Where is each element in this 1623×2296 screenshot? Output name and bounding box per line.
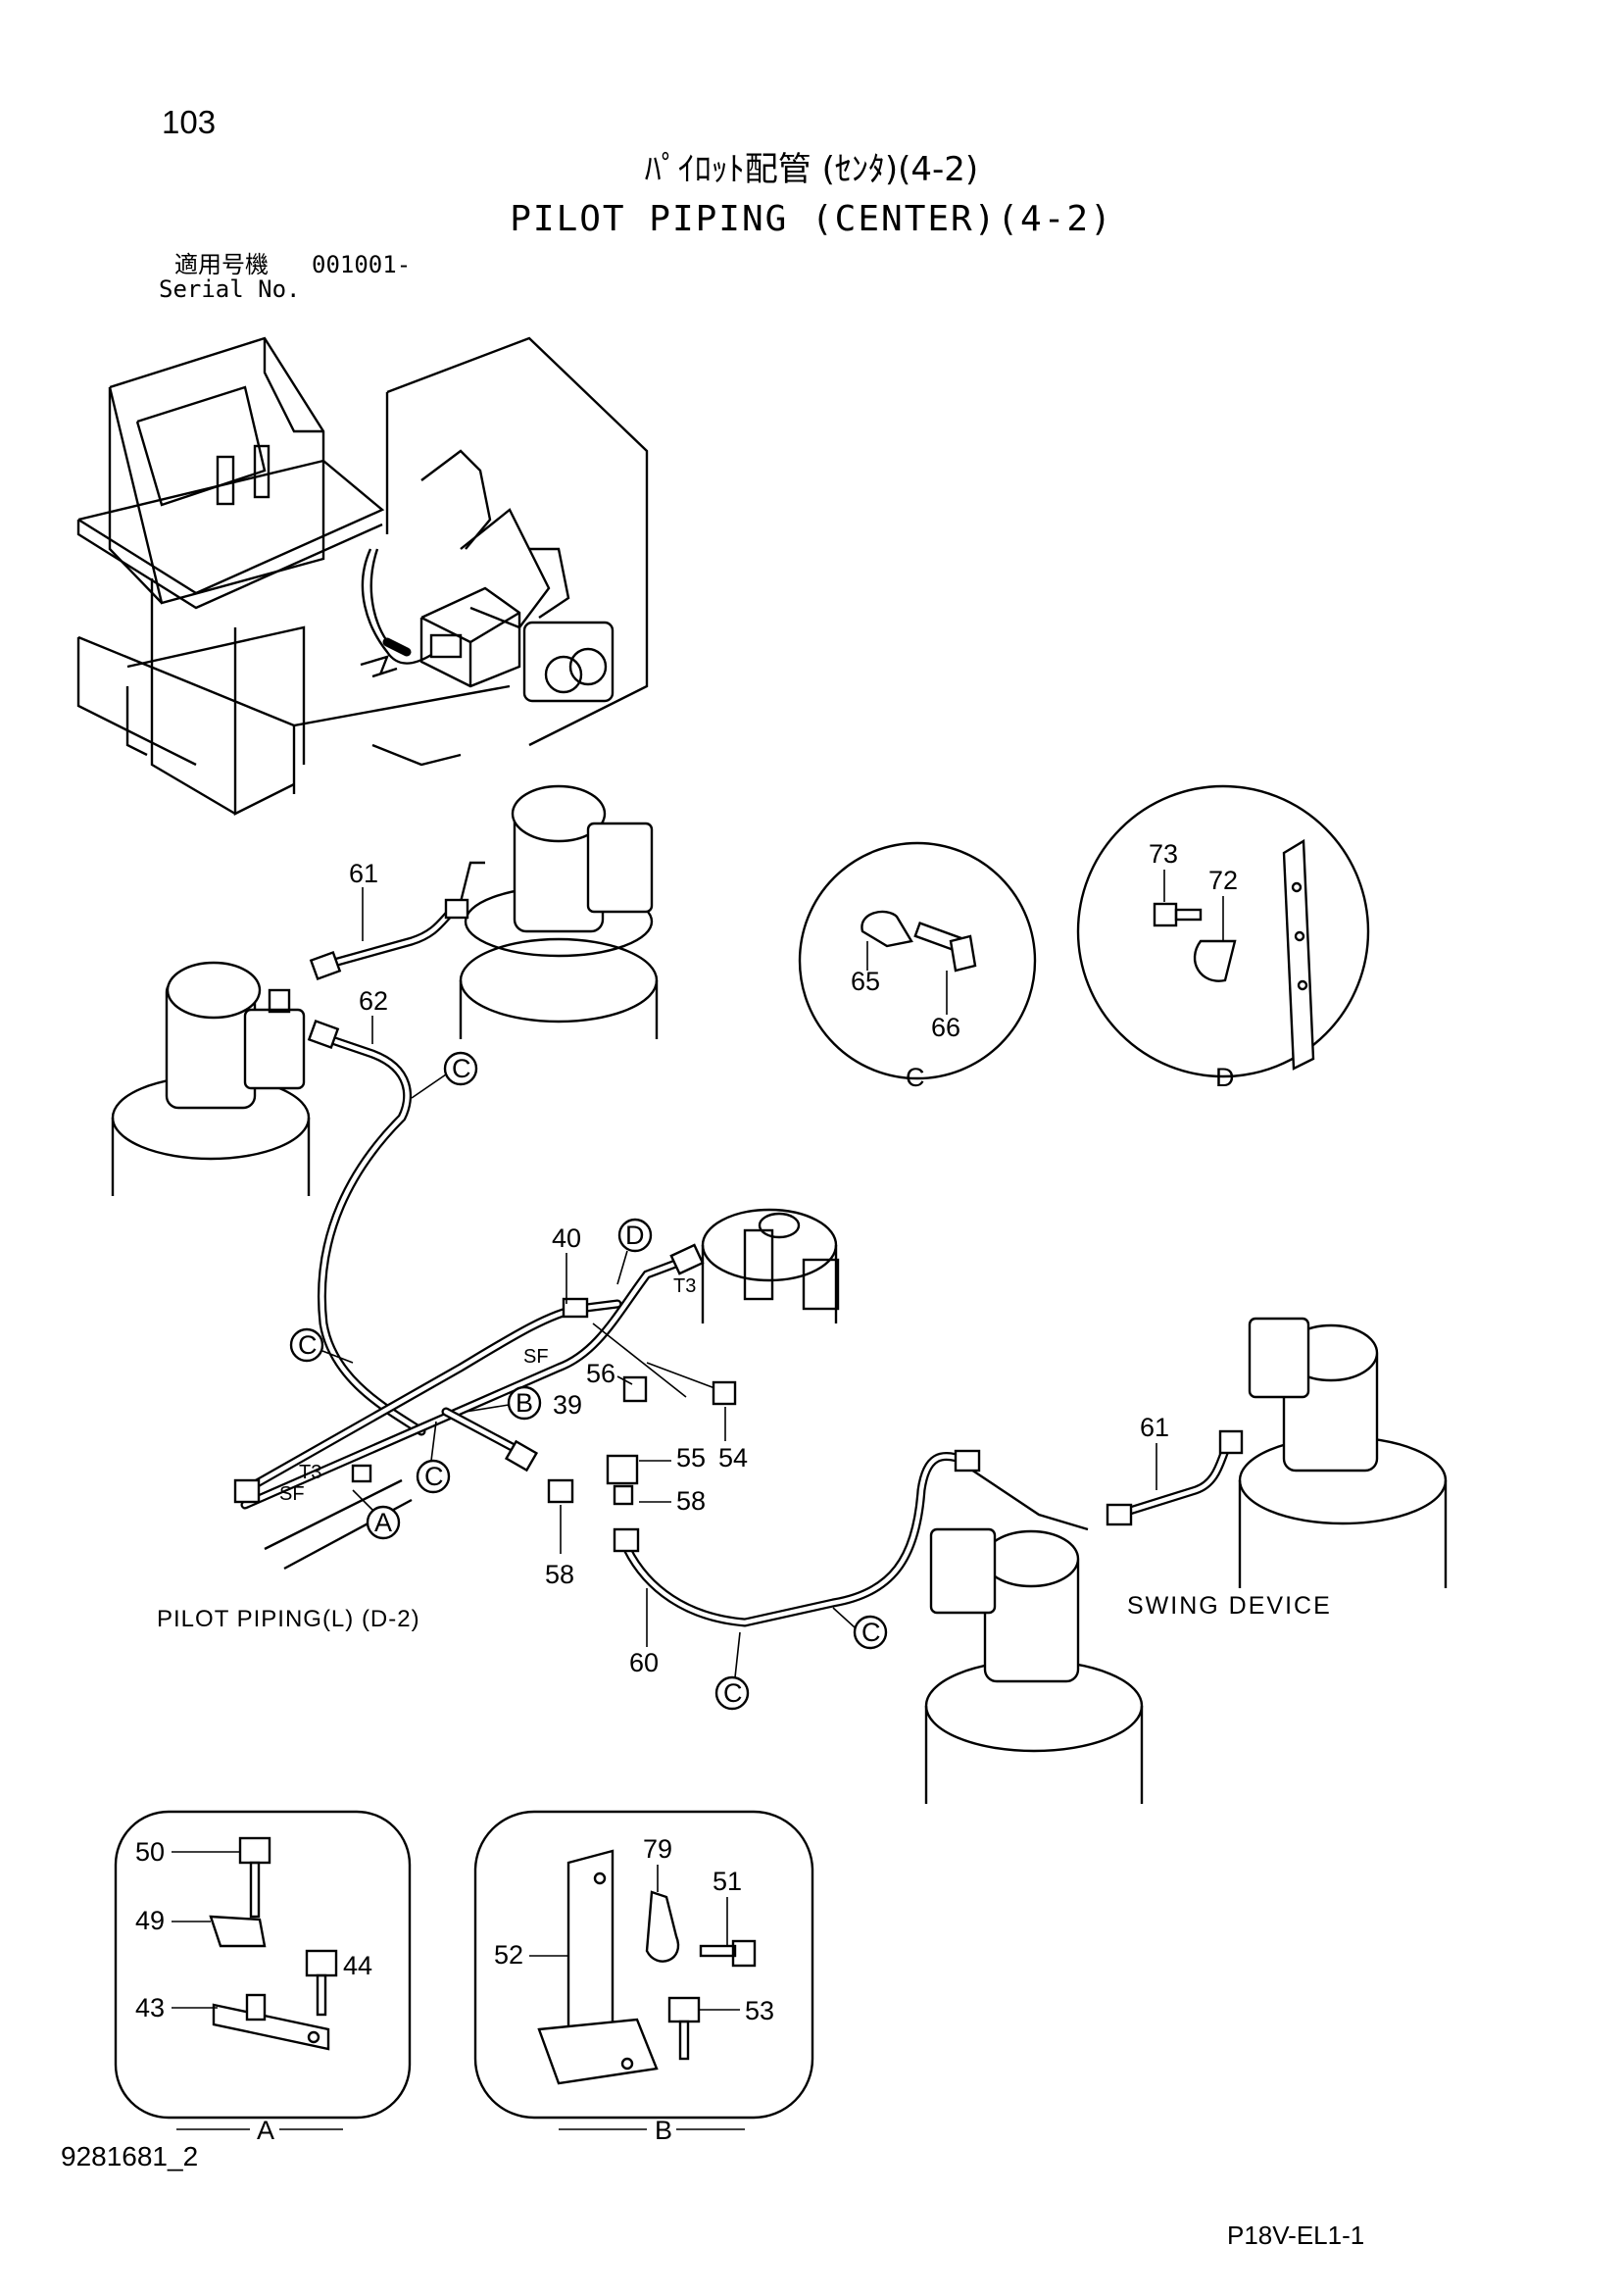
callout-58-left: 58 [545, 1560, 574, 1589]
marker-c-4: C [861, 1618, 881, 1647]
detail-d-label: D [1215, 1063, 1235, 1092]
detail-markers: C D C B C A C C [289, 1051, 888, 1711]
callout-66: 66 [931, 1013, 960, 1042]
callout-44: 44 [343, 1951, 372, 1980]
pilot-piping-l-label: PILOT PIPING(L) (D-2) [157, 1606, 420, 1632]
callout-49: 49 [135, 1906, 165, 1935]
sf-label-right: SF [523, 1346, 549, 1368]
detail-c-circle: 65 66 C [798, 841, 1037, 1092]
detail-b-label: B [655, 2116, 672, 2145]
lower-center-motor-drawing [924, 1527, 1144, 1804]
callout-61-upper: 61 [349, 859, 378, 888]
callout-55: 55 [676, 1443, 706, 1472]
callout-72: 72 [1208, 866, 1238, 895]
marker-d: D [625, 1221, 645, 1250]
callout-56: 56 [586, 1359, 615, 1388]
callout-51: 51 [713, 1867, 742, 1896]
callout-53: 53 [745, 1996, 774, 2025]
callout-52: 52 [494, 1940, 523, 1970]
detail-b-box: 79 51 52 53 B [473, 1810, 814, 2145]
callout-79: 79 [643, 1834, 672, 1864]
detail-a-label: A [257, 2116, 274, 2145]
callout-50: 50 [135, 1837, 165, 1867]
serial-label-japanese: 適用号機 [174, 251, 269, 278]
detail-d-circle: 73 72 D [1076, 784, 1370, 1092]
pipe-fittings [233, 898, 1244, 1553]
page-number: 103 [162, 104, 217, 140]
sf-label-left: SF [279, 1483, 305, 1505]
detail-c-label: C [906, 1063, 925, 1092]
swing-device-label: SWING DEVICE [1127, 1592, 1332, 1620]
callout-40: 40 [552, 1223, 581, 1253]
callout-43: 43 [135, 1993, 165, 2022]
swing-device-motor-drawing [1238, 1317, 1448, 1588]
callout-62: 62 [359, 986, 388, 1016]
marker-c-5: C [723, 1678, 743, 1708]
serial-value: 001001- [312, 251, 412, 278]
callout-58-right: 58 [676, 1486, 706, 1516]
callout-39: 39 [553, 1390, 582, 1420]
page-title-english: PILOT PIPING (CENTER)(4-2) [510, 199, 1113, 239]
callout-73: 73 [1149, 839, 1178, 869]
document-number: 9281681_2 [61, 2141, 199, 2171]
machine-overview-drawing [76, 336, 649, 816]
callout-65: 65 [851, 967, 880, 996]
callout-60: 60 [629, 1648, 659, 1677]
callout-54: 54 [718, 1443, 748, 1472]
marker-a: A [374, 1508, 392, 1537]
marker-c-2: C [298, 1330, 318, 1360]
t3-label-right: T3 [673, 1275, 696, 1297]
marker-c-1: C [452, 1054, 471, 1083]
callout-61-swing: 61 [1140, 1413, 1169, 1442]
page-title-japanese: ﾊﾟｲﾛｯﾄ配管 (ｾﾝﾀ)(4-2) [644, 150, 979, 189]
sheet-code: P18V-EL1-1 [1227, 2221, 1365, 2250]
left-motor-drawing [111, 961, 311, 1196]
marker-c-3: C [424, 1462, 444, 1491]
detail-a-box: 50 49 44 43 A [114, 1810, 412, 2145]
marker-b: B [516, 1388, 533, 1418]
serial-label-english: Serial No. [159, 275, 301, 303]
upper-right-motor-drawing [459, 784, 659, 1039]
center-motor-drawing [701, 1208, 840, 1323]
t3-label-left: T3 [299, 1462, 321, 1483]
part-callouts: 61 62 40 39 56 55 54 58 58 60 61 T3 SF T… [279, 859, 1169, 1677]
